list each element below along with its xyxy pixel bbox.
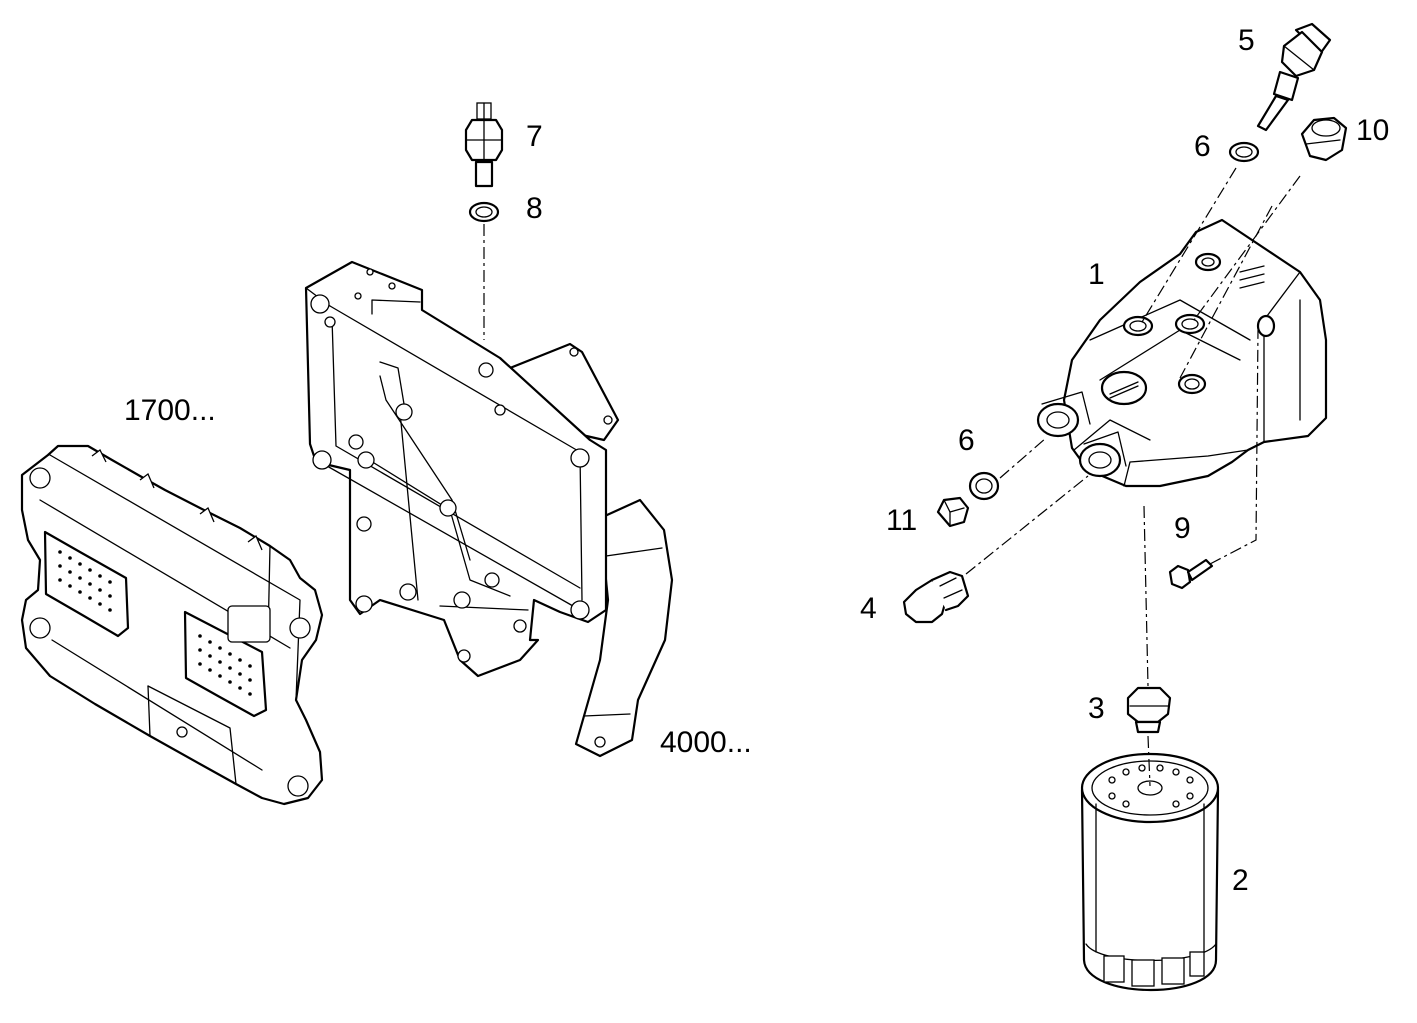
callout-6-side: 6 [958, 424, 975, 457]
temperature-sensor-7 [464, 102, 504, 188]
callout-2: 2 [1232, 864, 1249, 897]
reference-bracket-4000: 4000... [660, 726, 752, 759]
sealing-washer-8 [468, 201, 500, 223]
threaded-nipple-3 [1126, 686, 1172, 734]
bolt-9 [1168, 558, 1214, 590]
sealing-washer-6-side [968, 471, 1000, 501]
sealing-washer-6-top [1228, 141, 1260, 163]
callout-6-top: 6 [1194, 130, 1211, 163]
connector-pins [58, 550, 252, 696]
callout-9: 9 [1174, 512, 1191, 545]
callout-3: 3 [1088, 692, 1105, 725]
ecu-module [20, 444, 324, 806]
callout-8: 8 [526, 192, 543, 225]
plug-11 [936, 496, 970, 528]
pressure-sensor-5 [1256, 22, 1332, 132]
callout-10: 10 [1356, 114, 1389, 147]
callout-5: 5 [1238, 24, 1255, 57]
reference-ecu-1700: 1700... [124, 394, 216, 427]
mounting-bracket [304, 260, 674, 758]
filter-housing-1 [1036, 218, 1328, 488]
filter-cartridge-2 [1080, 752, 1220, 991]
callout-7: 7 [526, 120, 543, 153]
leader-lines [965, 167, 1301, 787]
plug-10 [1300, 116, 1348, 162]
callout-4: 4 [860, 592, 877, 625]
callout-1: 1 [1088, 258, 1105, 291]
filter-top-holes [1108, 764, 1194, 808]
union-fitting-4 [902, 570, 970, 624]
callout-11: 11 [886, 504, 917, 537]
